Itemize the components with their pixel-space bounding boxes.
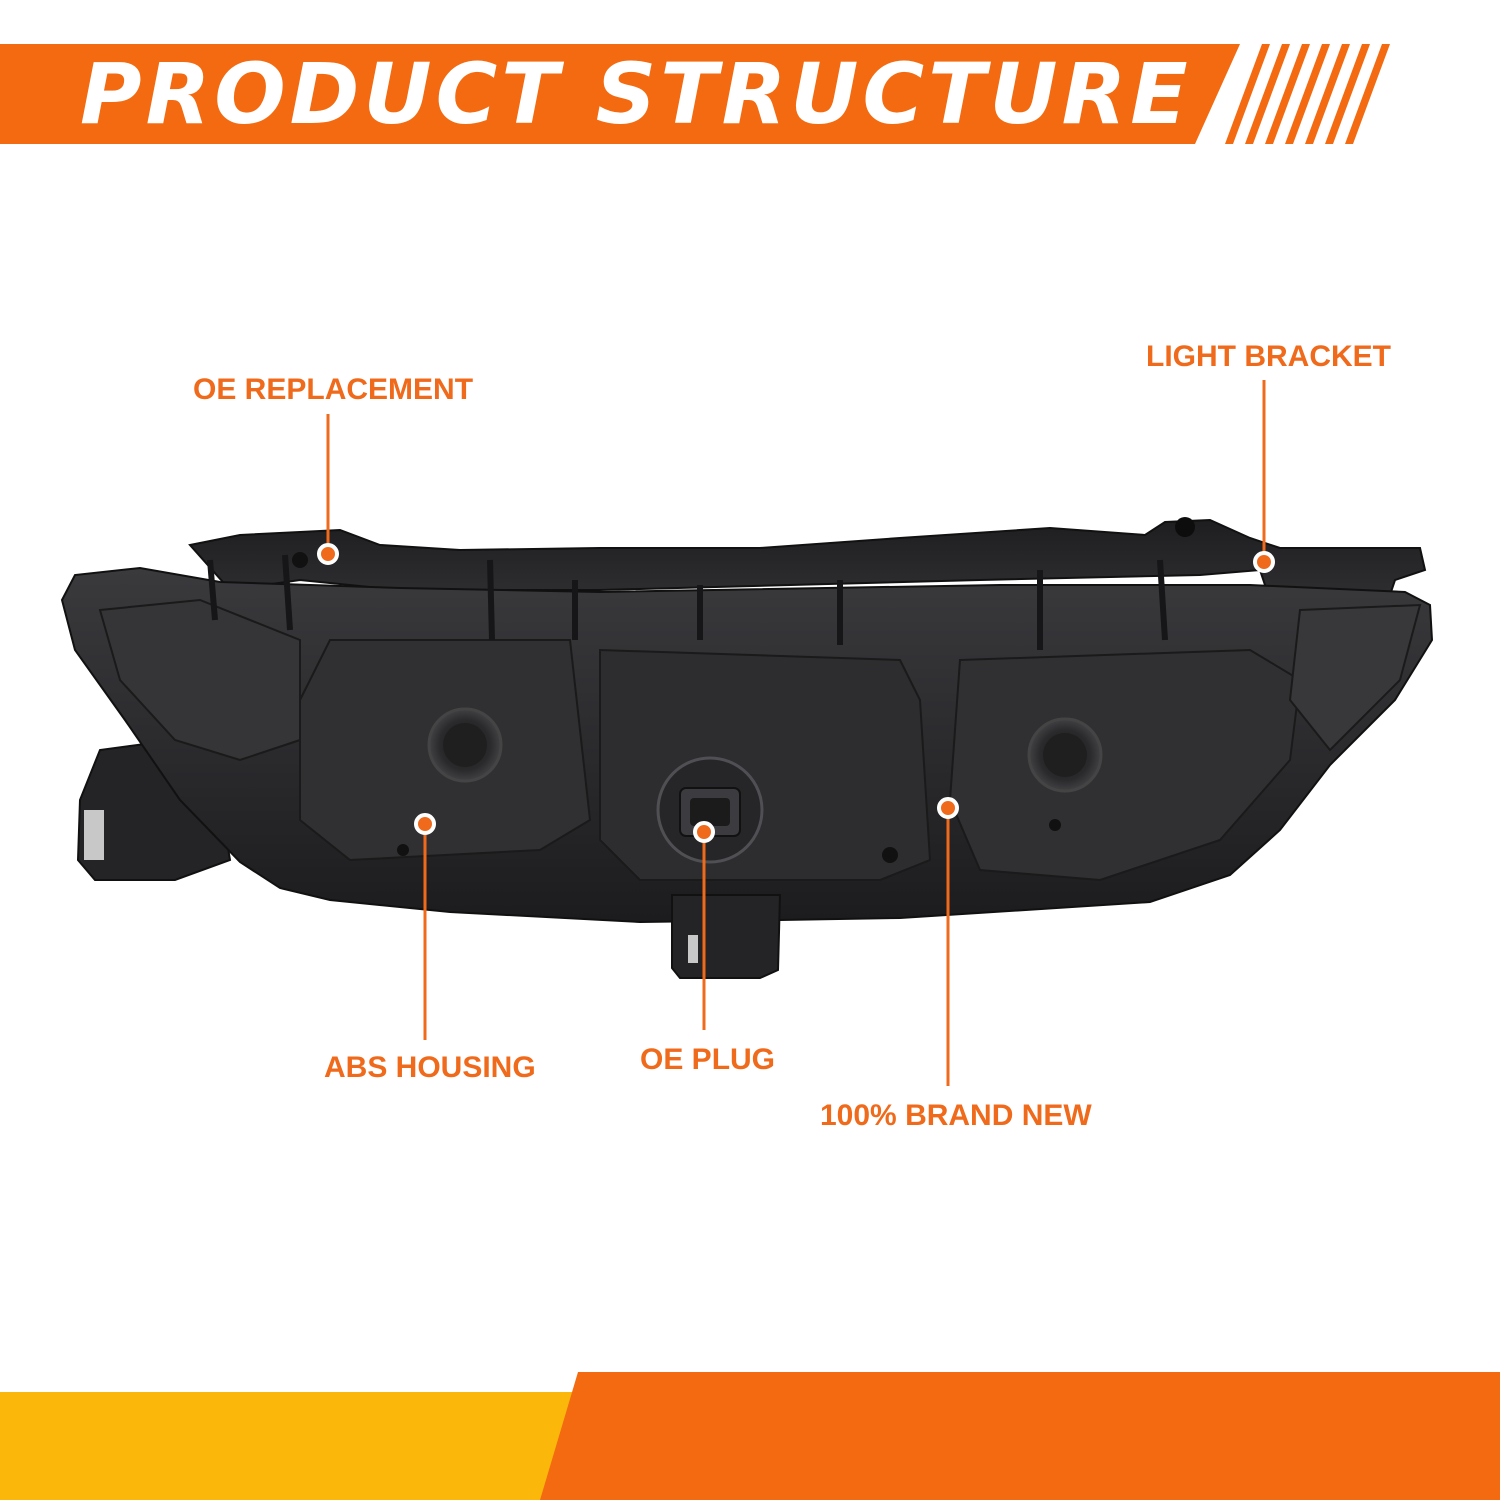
footer-orange-bar <box>540 1372 1500 1500</box>
callout-dot-brand-new <box>937 797 959 819</box>
callout-dot-oe-plug <box>693 821 715 843</box>
callout-dot-abs-housing <box>414 813 436 835</box>
callout-leaders <box>326 380 1266 1086</box>
housing-ribs <box>207 554 1168 650</box>
header-stripes-icon <box>1225 44 1390 144</box>
callout-label-light-bracket: LIGHT BRACKET <box>1146 340 1391 373</box>
callout-label-oe-replacement: OE REPLACEMENT <box>193 373 474 406</box>
oe-plug-pins <box>690 798 730 826</box>
housing-screw-hole <box>292 552 308 568</box>
callout-label-brand-new: 100% BRAND NEW <box>820 1099 1092 1132</box>
callout-dot-light-bracket <box>1253 551 1275 573</box>
header-banner <box>0 44 1390 144</box>
fog-light-housing <box>60 517 1434 979</box>
housing-bottom-tab <box>671 894 782 979</box>
housing-right-wing <box>1288 603 1422 752</box>
housing-metal-clip <box>84 810 104 860</box>
housing-screw-hole <box>1049 819 1061 831</box>
housing-bottom-clip <box>688 935 698 963</box>
housing-top-flange <box>188 518 1427 602</box>
page-title: PRODUCT STRUCTURE <box>80 45 1192 143</box>
housing-screw-hole <box>397 844 409 856</box>
housing-center-panel <box>599 648 932 881</box>
callout-dot-oe-replacement <box>317 543 339 565</box>
callout-label-abs-housing: ABS HOUSING <box>324 1051 536 1084</box>
housing-vent-port-right-core <box>1043 733 1087 777</box>
housing-screw-hole <box>882 847 898 863</box>
light-bracket-mount-hole <box>1175 517 1195 537</box>
callout-dots <box>317 543 1275 843</box>
housing-right-panel <box>948 648 1302 882</box>
housing-vent-port-left-core <box>443 723 487 767</box>
header-banner-bar <box>0 44 1240 144</box>
callout-label-oe-plug: OE PLUG <box>640 1043 776 1076</box>
footer-band <box>0 1372 1500 1500</box>
